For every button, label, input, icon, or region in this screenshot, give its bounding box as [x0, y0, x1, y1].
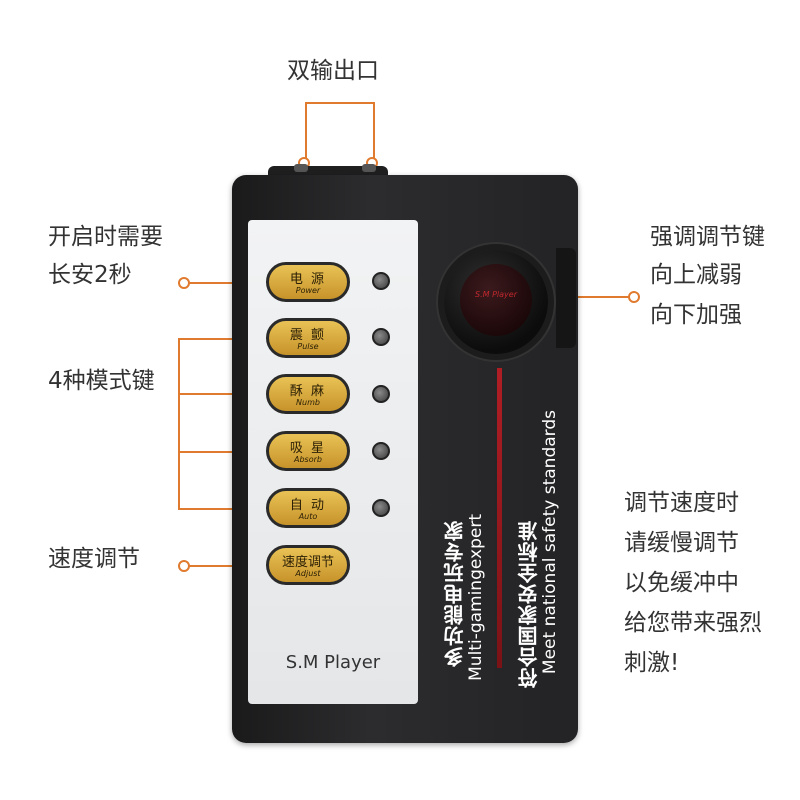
callout-note-1: 调节速度时: [624, 490, 739, 516]
output-jack: [362, 164, 376, 172]
callout-dot: [178, 560, 190, 572]
power-button-label: 电 源: [289, 272, 327, 287]
callout-dual-output: 双输出口: [287, 58, 379, 84]
knob-side-grip: [556, 248, 576, 348]
slogan1-en: Multi-gamingexpert: [466, 514, 486, 681]
callout-power-hold-1: 开启时需要: [48, 224, 163, 250]
callout-line: [305, 102, 307, 160]
auto-button-sublabel: Auto: [298, 512, 318, 521]
output-jack: [294, 164, 308, 172]
callout-speed-adjust: 速度调节: [48, 546, 140, 572]
power-button-sublabel: Power: [295, 286, 321, 295]
numb-led: [372, 385, 390, 403]
slogan1-cn: 多功能电玩专家: [443, 520, 467, 667]
brand-label: S.M Player: [285, 652, 381, 673]
absorb-button[interactable]: 吸 星 Absorb: [266, 431, 350, 471]
callout-line: [186, 282, 268, 284]
slogan2-cn: 符合国家安全标准: [517, 520, 541, 688]
callout-line: [572, 296, 632, 298]
power-led: [372, 272, 390, 290]
adjust-button-sublabel: Adjust: [295, 569, 321, 578]
auto-button-label: 自 动: [289, 498, 327, 513]
callout-line: [178, 338, 180, 510]
callout-dot: [628, 291, 640, 303]
pulse-button-sublabel: Pulse: [297, 342, 319, 351]
pulse-button-label: 震 颤: [289, 328, 327, 343]
power-button[interactable]: 电 源 Power: [266, 262, 350, 302]
callout-note-3: 以免缓冲中: [624, 570, 739, 596]
callout-intensity-1: 强调调节键: [650, 224, 765, 250]
callout-note-4: 给您带来强烈: [624, 610, 762, 636]
callout-line: [305, 102, 375, 104]
numb-button-sublabel: Numb: [296, 398, 320, 407]
adjust-button-label: 速度调节: [281, 555, 334, 570]
callout-intensity-2: 向上减弱: [650, 262, 742, 288]
slogan2-en: Meet national safety standards: [540, 410, 560, 675]
adjust-button[interactable]: 速度调节 Adjust: [266, 545, 350, 585]
knob-label: S.M Player: [475, 290, 517, 299]
callout-line: [373, 102, 375, 160]
auto-led: [372, 499, 390, 517]
pulse-led: [372, 328, 390, 346]
callout-line: [178, 338, 268, 340]
red-stripe: [497, 368, 502, 668]
pulse-button[interactable]: 震 颤 Pulse: [266, 318, 350, 358]
callout-line: [186, 565, 268, 567]
auto-button[interactable]: 自 动 Auto: [266, 488, 350, 528]
knob-center: [460, 264, 532, 336]
callout-power-hold-2: 长安2秒: [48, 262, 132, 288]
callout-line: [178, 393, 268, 395]
callout-line: [178, 508, 268, 510]
absorb-led: [372, 442, 390, 460]
numb-button[interactable]: 酥 麻 Numb: [266, 374, 350, 414]
callout-intensity-3: 向下加强: [650, 302, 742, 328]
absorb-button-label: 吸 星: [289, 441, 327, 456]
callout-note-2: 请缓慢调节: [624, 530, 739, 556]
callout-four-modes: 4种模式键: [48, 368, 155, 394]
absorb-button-sublabel: Absorb: [294, 455, 322, 464]
callout-note-5: 刺激!: [624, 650, 680, 676]
numb-button-label: 酥 麻: [289, 384, 327, 399]
callout-line: [178, 451, 268, 453]
callout-dot: [178, 277, 190, 289]
